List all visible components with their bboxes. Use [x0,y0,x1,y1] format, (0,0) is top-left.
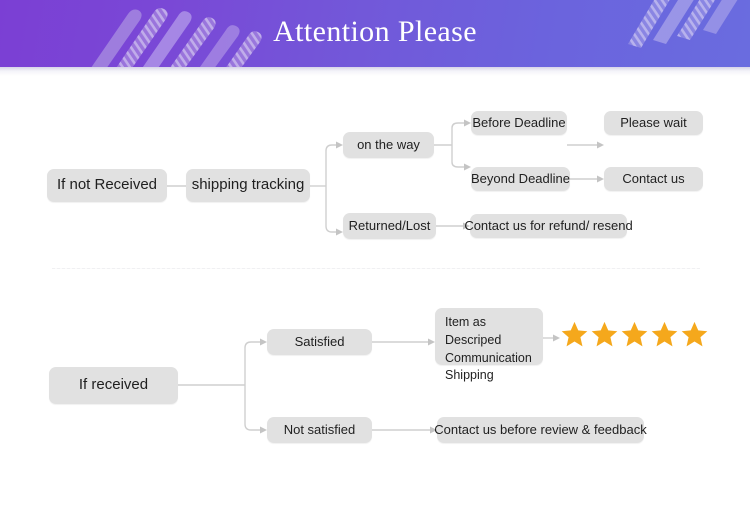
node-not-satisfied[interactable]: Not satisfied [267,417,372,443]
star-icon [591,321,618,347]
star-icon [561,321,588,347]
criteria-line-1: Item as Descriped [445,315,502,347]
node-review-criteria[interactable]: Item as Descriped Communication Shipping [435,308,543,382]
node-if-received[interactable]: If received [49,367,178,404]
flowchart-area: If not Received shipping tracking on the… [0,67,750,513]
header-shadow [0,67,750,76]
rating-stars-5[interactable] [560,320,709,349]
star-icon [621,321,648,347]
connector-lines [167,119,604,434]
node-please-wait[interactable]: Please wait [604,111,703,135]
criteria-line-2: Communication [445,350,532,365]
node-on-the-way[interactable]: on the way [343,132,434,158]
node-shipping-tracking[interactable]: shipping tracking [186,169,310,202]
decorative-stripes-right [620,0,750,67]
section-divider [52,268,700,269]
node-beyond-deadline[interactable]: Beyond Deadline [471,167,570,191]
star-icon [651,321,678,347]
node-contact-refund-resend[interactable]: Contact us for refund/ resend [464,214,633,238]
star-icon [681,321,708,347]
node-if-not-received[interactable]: If not Received [47,169,167,202]
page-title: Attention Please [273,15,477,48]
header-banner: Attention Please [0,0,750,67]
criteria-line-3: Shipping [445,368,494,383]
node-satisfied[interactable]: Satisfied [267,329,372,355]
decorative-stripes-left [50,0,280,67]
node-before-deadline[interactable]: Before Deadline [471,111,567,135]
node-contact-us[interactable]: Contact us [604,167,703,191]
node-contact-before-review[interactable]: Contact us before review & feedback [434,417,647,443]
node-returned-lost[interactable]: Returned/Lost [343,213,436,239]
